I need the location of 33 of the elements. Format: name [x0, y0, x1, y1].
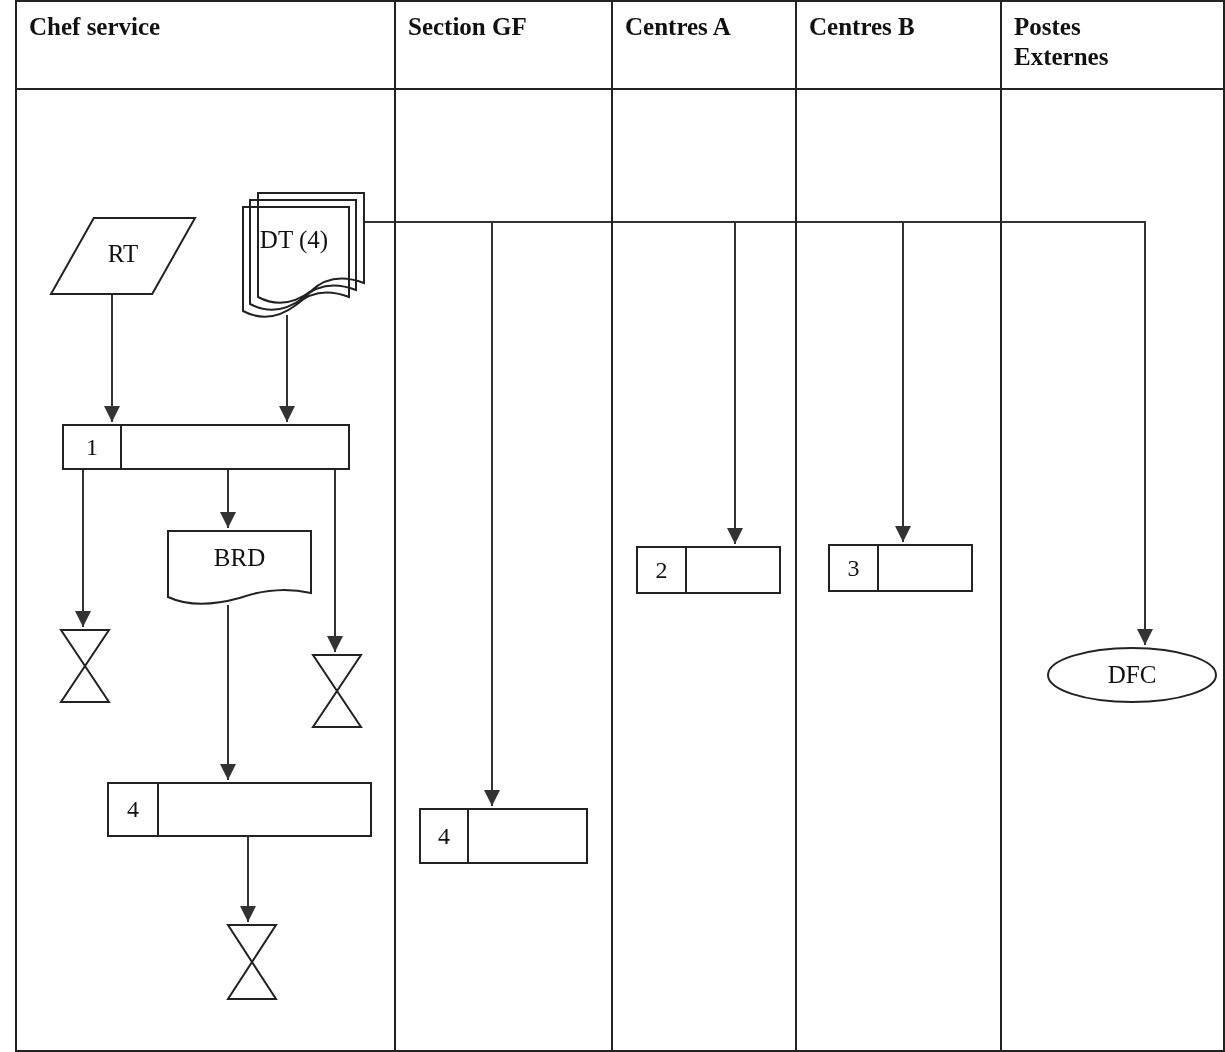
step-number: 4: [109, 784, 159, 835]
process-box: [419, 808, 588, 864]
lane-header: Centres A: [625, 12, 731, 42]
shape-label: RT: [106, 240, 140, 268]
process-box: [107, 782, 372, 837]
multi-document-shape: [242, 192, 364, 317]
arrow: [220, 604, 236, 781]
lane-header: Chef service: [29, 12, 161, 42]
swimlane: [611, 0, 797, 1052]
hourglass-symbol: [312, 654, 362, 728]
arrow: [279, 314, 295, 423]
lane-header: Postes Externes: [1014, 12, 1110, 72]
swimlane: [394, 0, 613, 1052]
swimlane: [795, 0, 1002, 1052]
swimlane: [15, 0, 396, 1052]
shape-label: DFC: [1106, 661, 1158, 689]
terminal-ellipse: [1047, 647, 1217, 703]
lane-header: Centres B: [809, 12, 915, 42]
step-number: 1: [64, 426, 122, 468]
shape-label: BRD: [212, 544, 267, 572]
swimlane: [1000, 0, 1225, 1052]
process-box: [62, 424, 350, 470]
process-box: [828, 544, 973, 592]
step-number: 4: [421, 810, 469, 862]
process-box: [636, 546, 781, 594]
document-shape: [167, 530, 312, 607]
step-number: 3: [830, 546, 879, 590]
lane-header: Section GF: [408, 12, 527, 42]
input-parallelogram: [50, 217, 196, 295]
shape-label: DT (4): [258, 226, 330, 254]
step-number: 2: [638, 548, 687, 592]
hourglass-symbol: [227, 924, 277, 1000]
hourglass-symbol: [60, 629, 110, 703]
